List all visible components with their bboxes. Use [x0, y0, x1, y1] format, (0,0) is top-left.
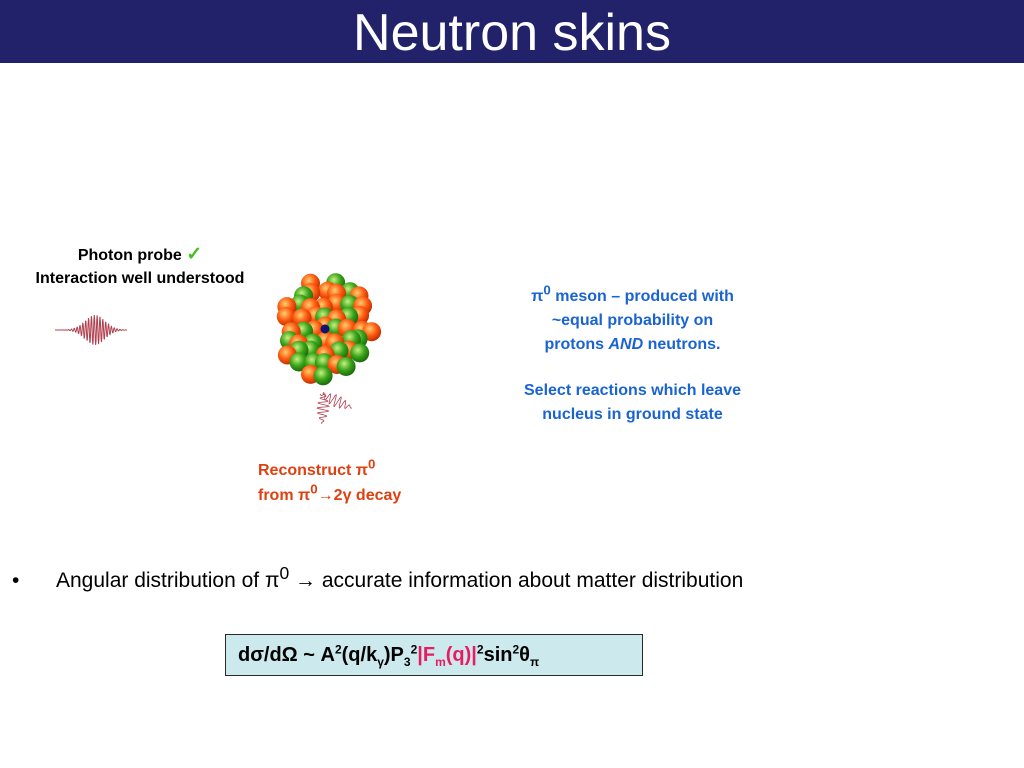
title-bar — [0, 0, 1024, 63]
cross-section-formula: dσ/dΩ ~ A2(q/kγ)P32|Fm(q)|2sin2θπ — [225, 634, 643, 676]
formula-part-3: )P — [383, 644, 404, 666]
superscript-zero: 0 — [279, 563, 290, 583]
pi-symbol: π — [531, 288, 544, 305]
photon-probe-label: Photon probe ✓ Interaction well understo… — [5, 243, 275, 290]
pi-symbol: π — [298, 487, 311, 504]
probe-line-1: Photon probe — [77, 247, 182, 264]
pion-line-3-b: neutrons. — [643, 336, 721, 353]
superscript-zero: 0 — [543, 282, 551, 298]
reconstruct-line-2-b: →2γ decay — [317, 487, 402, 504]
neutron-icon — [336, 357, 356, 376]
decay-photon-path — [319, 393, 353, 409]
form-factor-b: (q)| — [445, 644, 477, 666]
formula-part-4: sin — [483, 644, 513, 666]
pion-line-1-text: meson – produced with — [550, 288, 734, 305]
formula-theta: θ — [519, 644, 530, 666]
reconstruct-line-2-a: from — [258, 487, 298, 504]
pion-description: π0 meson – produced with ~equal probabil… — [475, 282, 790, 427]
pion-line-3: protons AND neutrons. — [475, 333, 790, 357]
pion-line-5: nucleus in ground state — [542, 406, 723, 423]
decay-photon-path — [316, 391, 330, 425]
formula-sup: 2 — [334, 642, 342, 657]
formula-sub: π — [529, 655, 540, 669]
slide-title: Neutron skins — [353, 4, 671, 62]
neutron-icon — [350, 343, 370, 363]
pion-line-3-a: protons — [544, 336, 609, 353]
photon-wave-icon — [55, 315, 127, 345]
reconstruct-label: Reconstruct π0 from π0→2γ decay — [258, 458, 478, 508]
probe-line-2: Interaction well understood — [35, 270, 245, 287]
formula-part-2: (q/k — [341, 644, 378, 666]
reconstruct-line-1-text: Reconstruct — [258, 462, 356, 479]
pion-line-3-and: AND — [608, 336, 644, 353]
pi-symbol: π — [355, 462, 369, 479]
neutron-icon — [289, 352, 309, 372]
neutron-icon — [313, 366, 333, 386]
bullet-text-a: Angular distribution of — [56, 569, 265, 592]
form-factor: |Fm(q)| — [417, 644, 477, 669]
check-icon: ✓ — [186, 244, 203, 265]
bullet-marker: • — [12, 569, 20, 592]
form-factor-sub: m — [435, 655, 446, 669]
formula-part-1: dσ/dΩ ~ A — [238, 644, 335, 666]
photon-wave-path — [55, 315, 127, 345]
pion-line-4: Select reactions which leave — [524, 382, 741, 399]
pion-line-1: π0 meson – produced with — [475, 282, 790, 309]
nucleus-icon — [276, 273, 382, 425]
formula-sub: γ — [377, 655, 384, 669]
reconstruct-line-2: from π0→2γ decay — [258, 483, 478, 508]
bullet-point: • Angular distribution of π0 → accurate i… — [12, 563, 1002, 596]
superscript-zero: 0 — [310, 481, 318, 497]
interaction-point-icon — [320, 324, 330, 334]
bullet-text-b: → accurate information about matter dist… — [289, 569, 744, 592]
proton-icon — [276, 307, 296, 326]
form-factor-a: |F — [417, 644, 436, 666]
formula-sup: 2 — [512, 642, 520, 657]
formula-sub: 3 — [403, 655, 411, 669]
pi-symbol: π — [264, 569, 280, 592]
reconstruct-line-1: Reconstruct π0 — [258, 458, 478, 483]
pion-line-2: ~equal probability on — [551, 312, 714, 329]
superscript-zero: 0 — [368, 456, 376, 472]
formula-sup: 2 — [476, 642, 484, 657]
formula-sup: 2 — [410, 642, 418, 657]
decay-photons-icon — [316, 391, 353, 425]
